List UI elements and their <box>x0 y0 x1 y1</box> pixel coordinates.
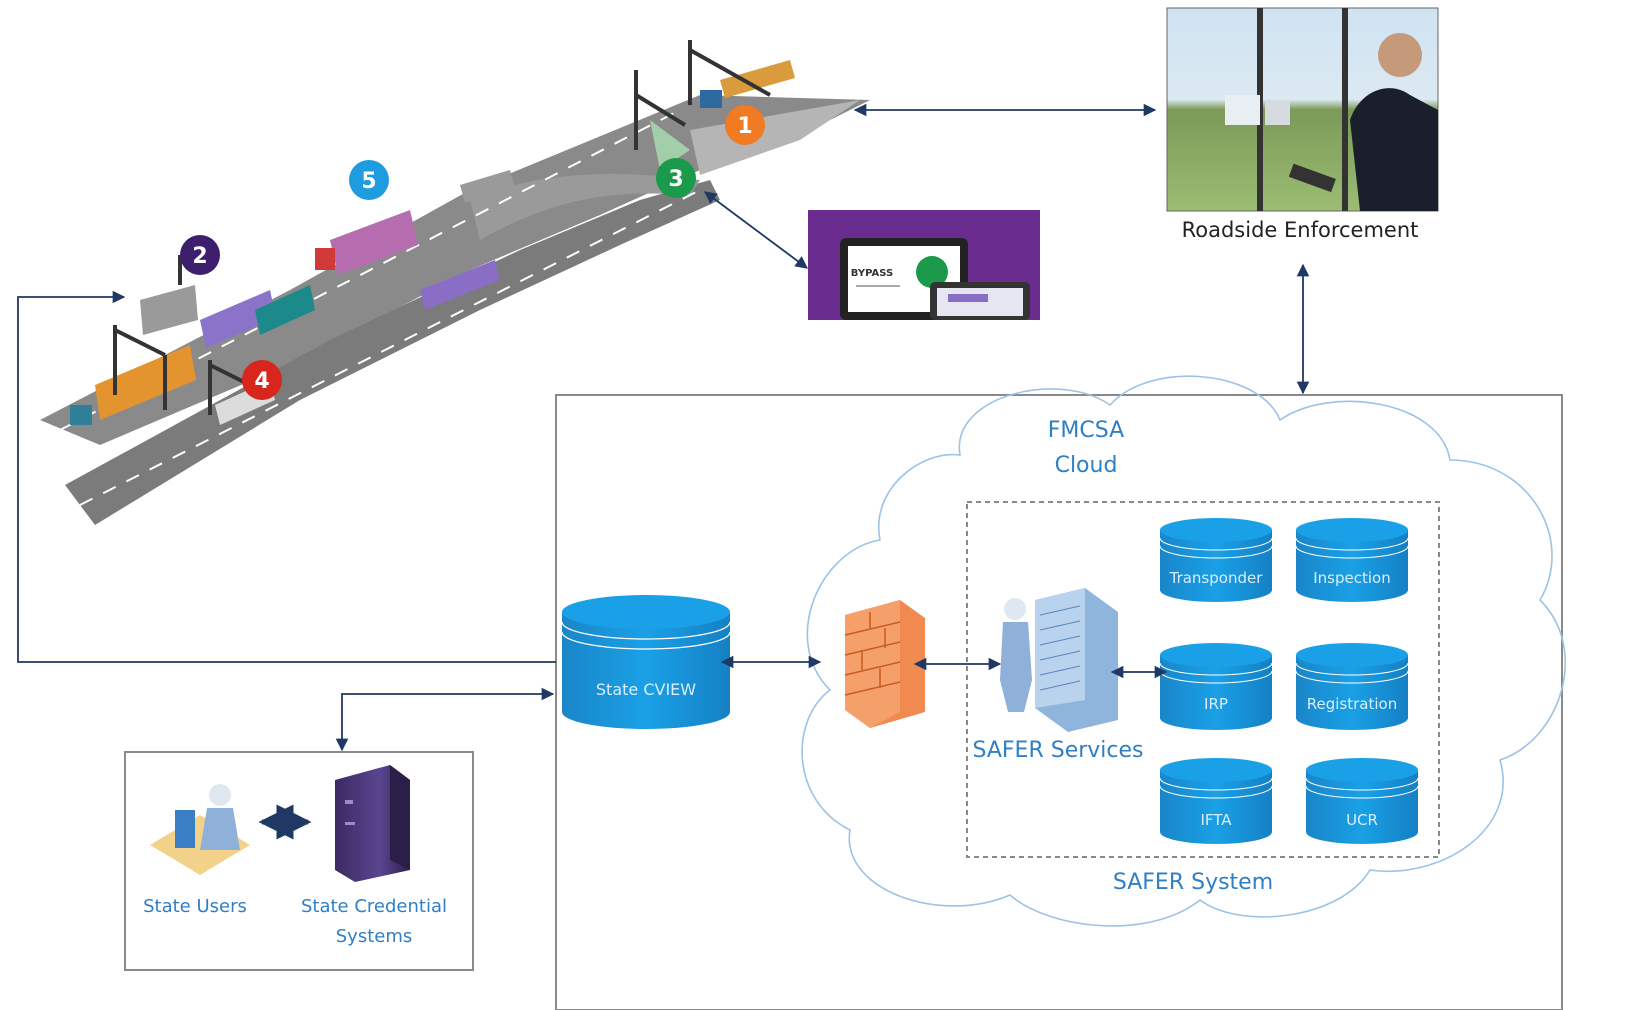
state-cview-database: State CVIEW <box>561 595 731 729</box>
state-credential-systems-label-2: Systems <box>336 926 413 947</box>
roadside-enforcement-photo <box>1166 7 1439 212</box>
database-ucr-label: UCR <box>1346 811 1378 829</box>
database-registration: Registration <box>1295 643 1409 730</box>
marker-2: 2 <box>180 235 220 275</box>
truck-purple-upper <box>315 210 418 275</box>
database-ifta: IFTA <box>1159 758 1273 844</box>
bypass-screen-text: BYPASS <box>851 268 893 279</box>
technician-head-icon <box>1004 598 1026 620</box>
safer-services-label: SAFER Services <box>972 738 1143 763</box>
roadside-enforcement-label: Roadside Enforcement <box>1182 218 1419 242</box>
svg-text:2: 2 <box>192 244 207 269</box>
svg-text:1: 1 <box>737 114 752 139</box>
database-inspection: Inspection <box>1295 518 1409 602</box>
database-irp-label: IRP <box>1204 695 1228 713</box>
truck-gray-upper <box>460 170 515 203</box>
database-irp: IRP <box>1159 643 1273 730</box>
safer-services-server-icon <box>1000 588 1118 732</box>
truck-teal <box>255 285 315 335</box>
marker-3: 3 <box>656 158 696 198</box>
technician-body-icon <box>1000 622 1032 712</box>
state-users-label: State Users <box>143 896 247 917</box>
truck-gray-box <box>140 285 198 335</box>
database-ifta-label: IFTA <box>1200 811 1232 829</box>
truck-orange <box>70 345 196 425</box>
road-ramp <box>470 174 700 240</box>
truck-purple-lower <box>420 260 500 310</box>
lane-marking <box>79 189 701 506</box>
database-transponder-label: Transponder <box>1169 569 1264 587</box>
bypass-device-panel: BYPASS <box>808 210 1040 320</box>
fmcsa-cloud <box>801 375 1566 927</box>
arrow-cview-state-users <box>335 687 555 752</box>
safer-system-label: SAFER System <box>1113 870 1273 895</box>
connectors <box>17 103 1310 752</box>
marker-1: 1 <box>725 105 765 145</box>
cloud-title-line2: Cloud <box>1055 453 1118 478</box>
database-inspection-label: Inspection <box>1313 569 1390 587</box>
state-credential-server-icon <box>335 765 410 882</box>
bypass-green-light-icon <box>916 256 948 288</box>
sensor-beam <box>650 120 690 170</box>
marker-4: 4 <box>242 360 282 400</box>
safer-system-box <box>966 501 1440 858</box>
road-lower <box>65 180 720 525</box>
truck-purple-mid <box>200 290 276 348</box>
database-transponder: Transponder <box>1159 518 1273 602</box>
database-ucr: UCR <box>1305 758 1419 844</box>
system-boundary-box <box>555 394 1563 1010</box>
officer-head <box>1378 33 1422 77</box>
arrow-cview-station <box>17 290 556 663</box>
weigh-station-illustration: 1 2 3 4 5 <box>40 40 870 525</box>
state-credential-systems-label-1: State Credential <box>301 896 447 917</box>
svg-text:3: 3 <box>668 167 683 192</box>
state-user-workstation-icon <box>150 784 250 875</box>
scale-platform <box>690 100 860 175</box>
cloud-title-line1: FMCSA <box>1048 418 1124 443</box>
gantry <box>113 40 771 415</box>
svg-text:5: 5 <box>361 169 376 194</box>
officer-figure <box>1350 88 1438 211</box>
arrow-bypass-station <box>703 191 809 269</box>
marker-5: 5 <box>349 160 389 200</box>
state-cview-label: State CVIEW <box>596 680 696 699</box>
state-users-box <box>124 751 474 971</box>
database-registration-label: Registration <box>1307 695 1397 713</box>
truck-tan-right <box>700 60 795 108</box>
svg-text:4: 4 <box>254 369 269 394</box>
firewall-icon <box>844 600 925 728</box>
